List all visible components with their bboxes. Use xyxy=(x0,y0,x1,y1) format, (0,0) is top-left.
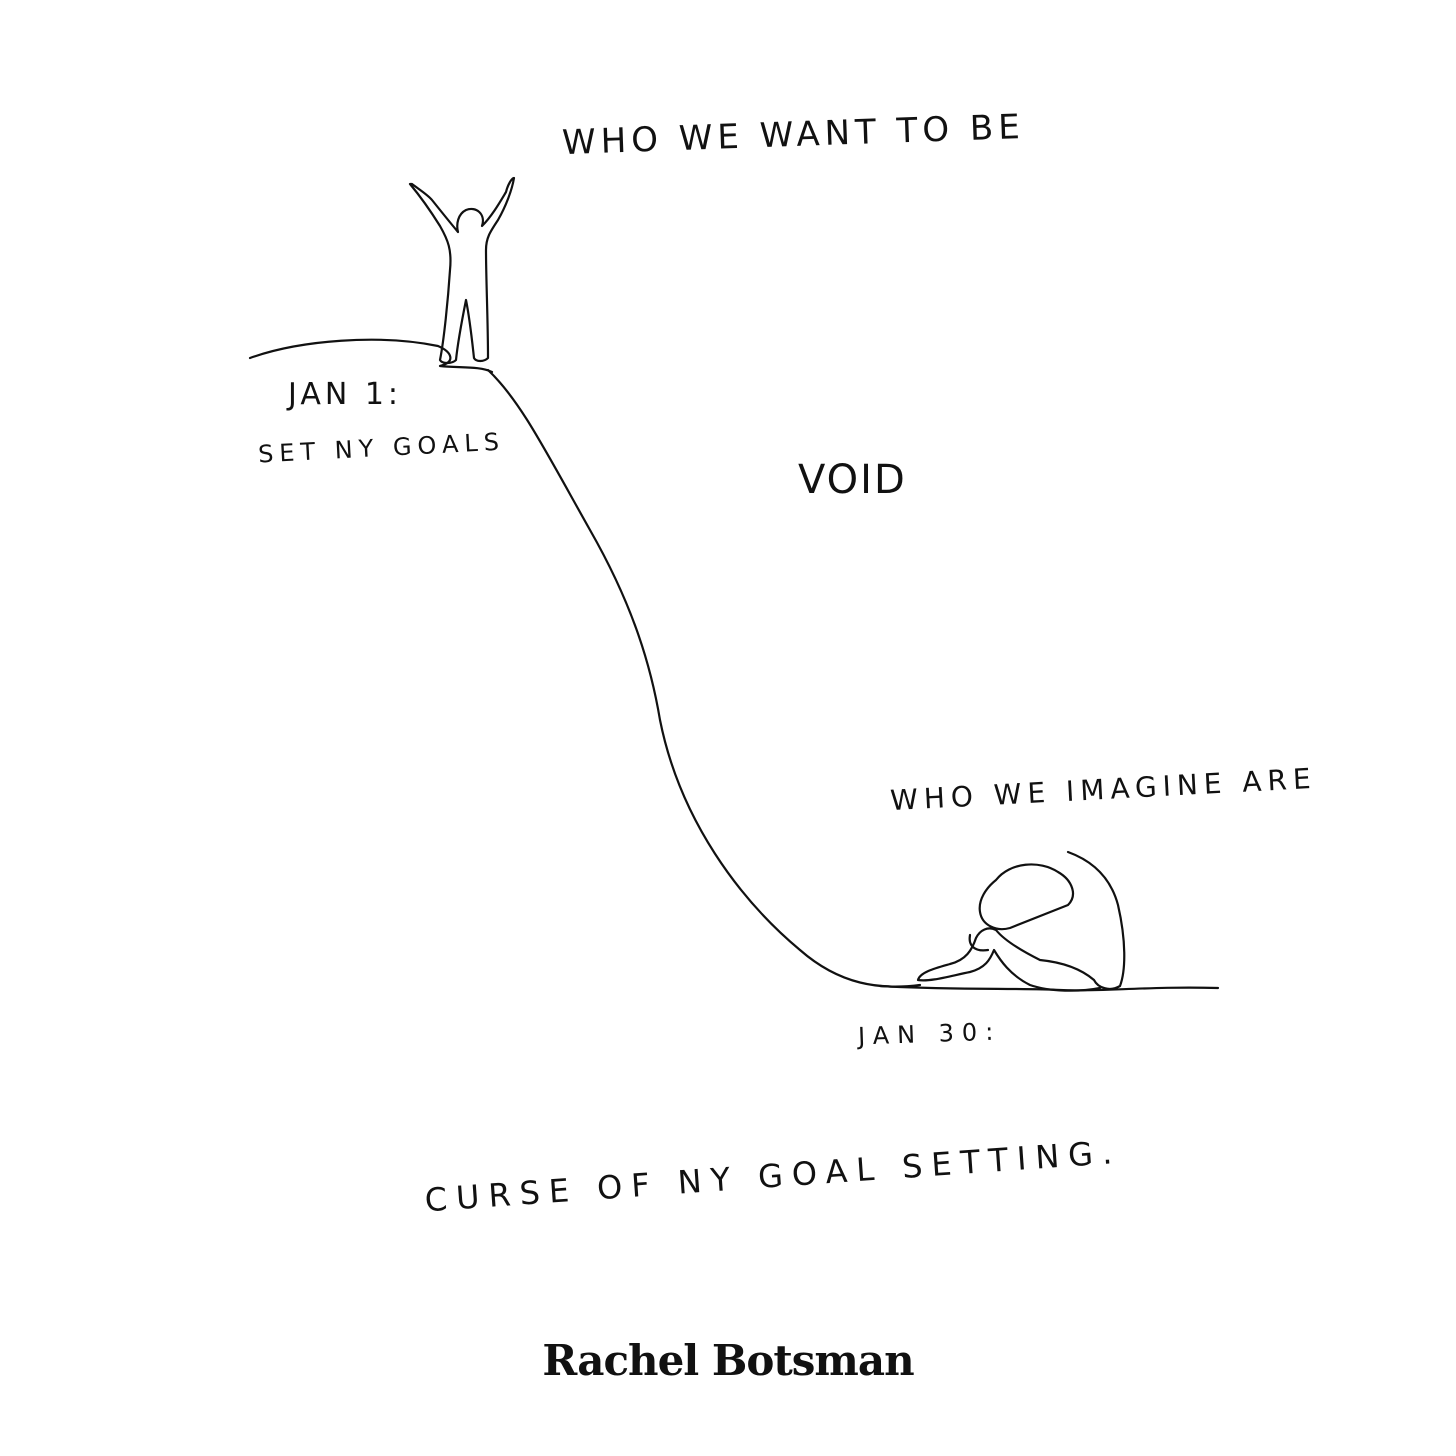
middle-label: VOID xyxy=(798,457,907,503)
start-date-label: JAN 1: xyxy=(288,377,403,412)
seated-figure-head xyxy=(978,863,1075,931)
slope-line xyxy=(486,368,922,988)
standing-figure-icon xyxy=(408,176,516,365)
author-signature: Rachel Botsman xyxy=(542,1336,914,1385)
seated-figure-icon xyxy=(916,850,1126,992)
seated-figure-arm xyxy=(968,933,990,952)
end-date-label: JAN 30: xyxy=(857,1017,1002,1051)
